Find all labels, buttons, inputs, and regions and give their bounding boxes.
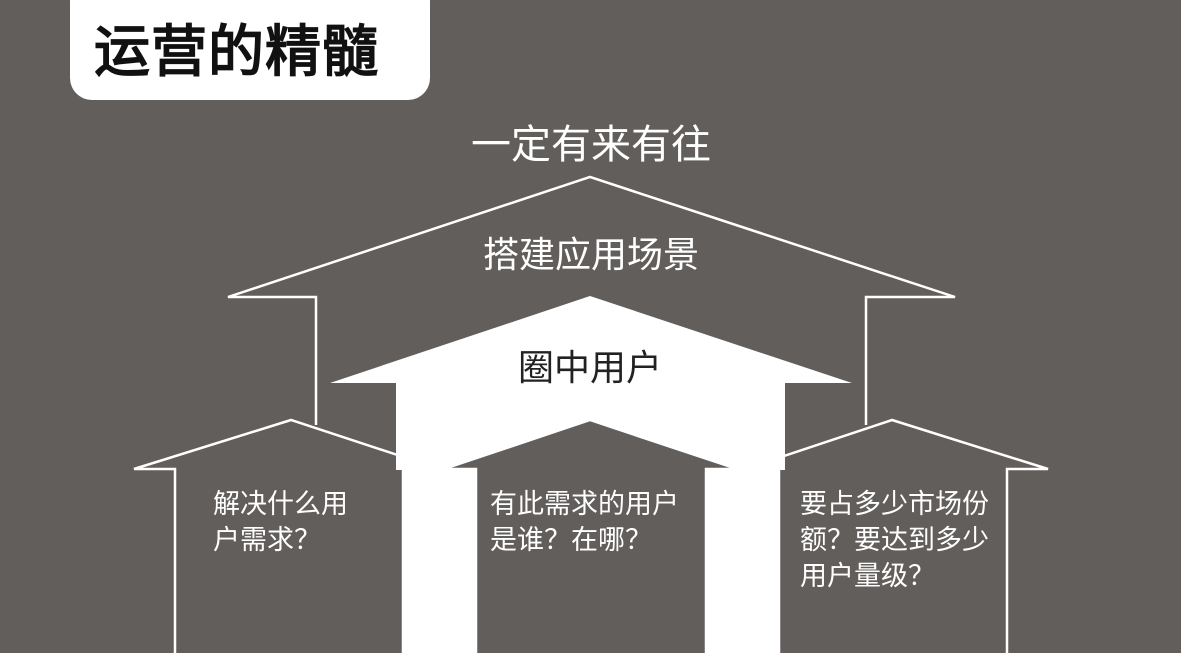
top-principle-label: 一定有来有往 — [471, 122, 711, 168]
left-pillar — [403, 468, 476, 653]
middle-house-text: 有此需求的用户是谁？在哪？ — [490, 489, 679, 556]
right-pillar — [706, 468, 779, 653]
left-house-text: 解决什么用户需求？ — [213, 489, 348, 556]
core-house — [330, 296, 852, 470]
right-house-text: 要占多少市场份额？要达到多少用户量级？ — [800, 489, 989, 592]
page-title: 运营的精髓 — [94, 20, 379, 85]
core-user-label: 圈中用户 — [517, 348, 662, 389]
title-tab — [70, 0, 430, 100]
middle-house-outline — [443, 418, 738, 653]
left-house-outline — [133, 418, 441, 653]
scene-label: 搭建应用场景 — [482, 235, 699, 276]
right-house-outline — [744, 418, 1049, 653]
middle-house-body — [444, 420, 737, 653]
outer-house-outline — [227, 175, 956, 425]
